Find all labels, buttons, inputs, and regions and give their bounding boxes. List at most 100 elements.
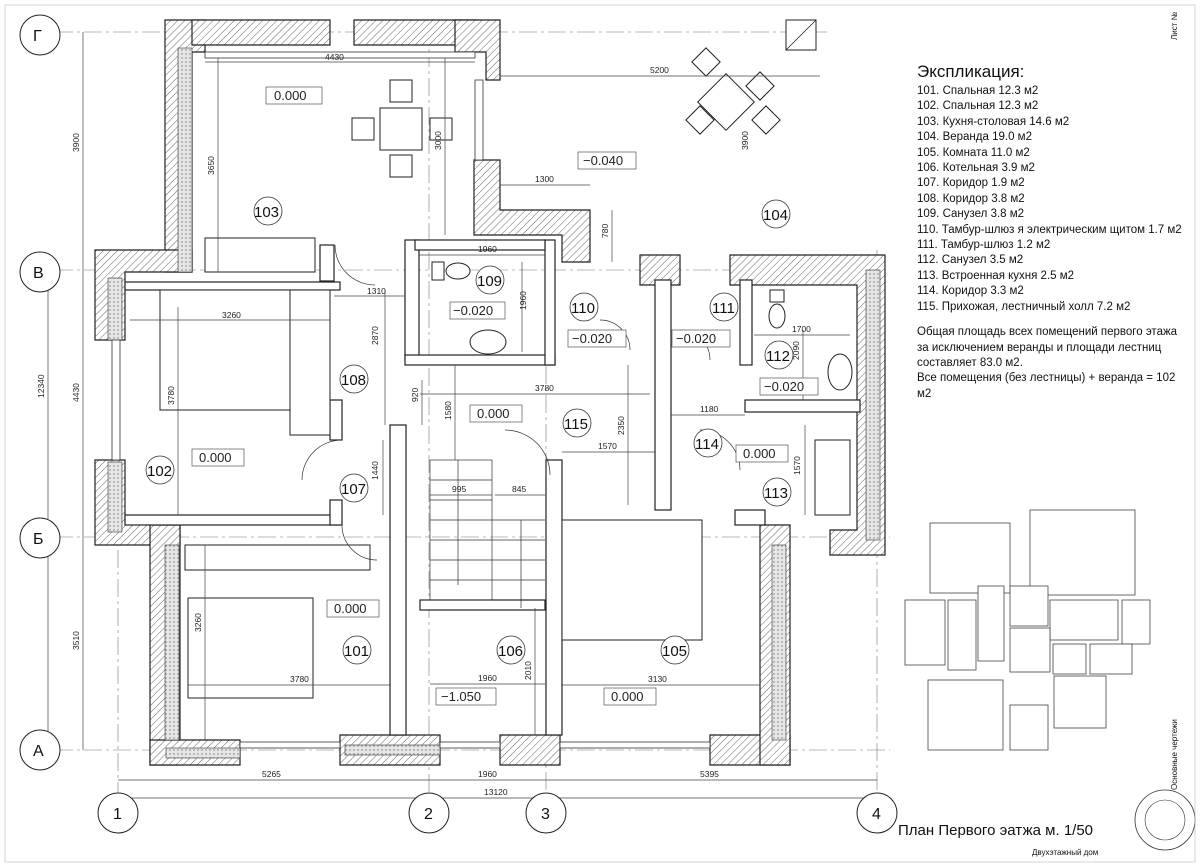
svg-text:115: 115 <box>564 416 588 433</box>
svg-text:112: 112 <box>766 348 790 365</box>
legend-item: 110. Тамбур-шлюз я электрическим щитом 1… <box>917 223 1182 236</box>
level-marks: 0.000 −0.040 −0.020 −0.020 −0.020 −0.020… <box>191 86 819 706</box>
level-115: 0.000 <box>469 404 523 423</box>
dim-3000: 3000 <box>433 131 443 150</box>
legend-item: 115. Прихожая, лестничный холл 7.2 м2 <box>917 300 1131 313</box>
svg-text:−0.020: −0.020 <box>676 331 716 346</box>
dim-1580: 1580 <box>443 401 453 420</box>
sheet-number-label: Лист № <box>1170 11 1179 40</box>
level-114: 0.000 <box>735 444 789 463</box>
room-105: 105 <box>660 635 690 665</box>
axis-3: 3 <box>525 792 567 834</box>
legend-item: 104. Веранда 19.0 м2 <box>917 131 1032 144</box>
svg-text:0.000: 0.000 <box>477 406 510 421</box>
svg-text:106: 106 <box>498 643 523 660</box>
dim-5200: 5200 <box>650 65 669 75</box>
level-103: 0.000 <box>265 86 323 105</box>
stamp <box>1134 789 1196 851</box>
svg-text:110: 110 <box>571 300 595 317</box>
svg-text:0.000: 0.000 <box>334 601 367 616</box>
dim-3650: 3650 <box>206 156 216 175</box>
room-115: 115 <box>562 408 592 438</box>
room-112: 112 <box>764 340 794 370</box>
site-plan-thumbnail <box>904 509 1151 751</box>
svg-text:104: 104 <box>763 207 788 224</box>
dim-3130: 3130 <box>648 674 667 684</box>
svg-text:105: 105 <box>662 643 687 660</box>
sheet-kind-label: Основные чертежи <box>1170 719 1179 790</box>
room-113: 113 <box>762 477 792 507</box>
level-102: 0.000 <box>191 448 245 467</box>
legend-item: 112. Санузел 3.5 м2 <box>917 254 1024 267</box>
axis-bubbles: Г В Б А 1 2 3 4 <box>19 14 898 834</box>
room-102: 102 <box>145 455 175 485</box>
room-104: 104 <box>761 199 791 229</box>
level-109: −0.020 <box>449 301 506 320</box>
level-106: −1.050 <box>435 687 497 706</box>
dim-3900: 3900 <box>71 133 81 152</box>
dim-3510: 3510 <box>71 631 81 650</box>
svg-text:111: 111 <box>712 300 735 317</box>
svg-text:103: 103 <box>254 204 279 221</box>
windows <box>111 51 711 749</box>
dim-5265: 5265 <box>262 769 281 779</box>
svg-text:0.000: 0.000 <box>611 689 644 704</box>
dim-1570-b: 1570 <box>792 456 802 475</box>
dim-3260-b: 3260 <box>193 613 203 632</box>
svg-text:−0.040: −0.040 <box>583 153 623 168</box>
level-105: 0.000 <box>603 687 657 706</box>
axis-V: В <box>19 251 61 293</box>
room-106: 106 <box>496 635 526 665</box>
legend-item: 113. Встроенная кухня 2.5 м2 <box>917 269 1075 282</box>
level-110: −0.020 <box>567 329 627 348</box>
legend-item: 101. Спальная 12.3 м2 <box>917 85 1039 97</box>
room-111: 111 <box>709 292 739 322</box>
dim-1310: 1310 <box>367 286 386 296</box>
level-112: −0.020 <box>759 377 819 396</box>
axis-G: Г <box>19 14 61 56</box>
legend-title: Экспликация: <box>917 62 1025 81</box>
insulation <box>107 47 881 759</box>
level-111: −0.020 <box>671 329 731 348</box>
dim-12340: 12340 <box>36 374 46 398</box>
legend-note-total: Общая площадь всех помещений первого эта… <box>917 326 1178 369</box>
dim-3260-a: 3260 <box>222 310 241 320</box>
axis-1: 1 <box>97 792 139 834</box>
dim-3780-room101: 3780 <box>290 674 309 684</box>
dim-1960-b: 1960 <box>518 291 528 310</box>
svg-text:113: 113 <box>764 485 788 502</box>
explication-legend: Экспликация: 101. Спальная 12.3 м2 102. … <box>917 62 1187 402</box>
dim-1180: 1180 <box>700 404 719 414</box>
dimension-lines <box>47 32 877 799</box>
legend-note-veranda: Все помещения (без лестницы) + веранда =… <box>917 372 1176 400</box>
dim-1960-a: 1960 <box>478 244 497 254</box>
svg-text:114: 114 <box>695 436 719 453</box>
svg-text:108: 108 <box>341 372 366 389</box>
svg-text:−0.020: −0.020 <box>572 331 612 346</box>
svg-text:102: 102 <box>147 463 172 480</box>
drawing-frame <box>4 4 1196 863</box>
svg-text:109: 109 <box>477 273 502 290</box>
legend-item: 102. Спальная 12.3 м2 <box>917 100 1039 113</box>
dim-13120: 13120 <box>484 787 508 797</box>
dim-920: 920 <box>410 388 420 402</box>
room-114: 114 <box>693 428 723 458</box>
dim-3780-room102: 3780 <box>166 386 176 405</box>
legend-item: 114. Коридор 3.3 м2 <box>917 285 1024 298</box>
legend-item: 111. Тамбур-шлюз 1.2 м2 <box>917 239 1051 252</box>
dim-3780-a: 3780 <box>535 383 554 393</box>
svg-text:−0.020: −0.020 <box>764 379 804 394</box>
svg-text:3: 3 <box>541 806 550 823</box>
legend-item: 106. Котельная 3.9 м2 <box>917 162 1035 175</box>
dim-4430: 4430 <box>71 383 81 402</box>
svg-text:В: В <box>33 265 44 282</box>
room-109: 109 <box>475 265 505 295</box>
dim-845: 845 <box>512 484 526 494</box>
dim-1960: 1960 <box>478 769 497 779</box>
dim-2010: 2010 <box>523 661 533 680</box>
axis-B: Б <box>19 517 61 559</box>
dim-5395: 5395 <box>700 769 719 779</box>
dim-1570-a: 1570 <box>598 441 617 451</box>
room-110: 110 <box>569 292 599 322</box>
